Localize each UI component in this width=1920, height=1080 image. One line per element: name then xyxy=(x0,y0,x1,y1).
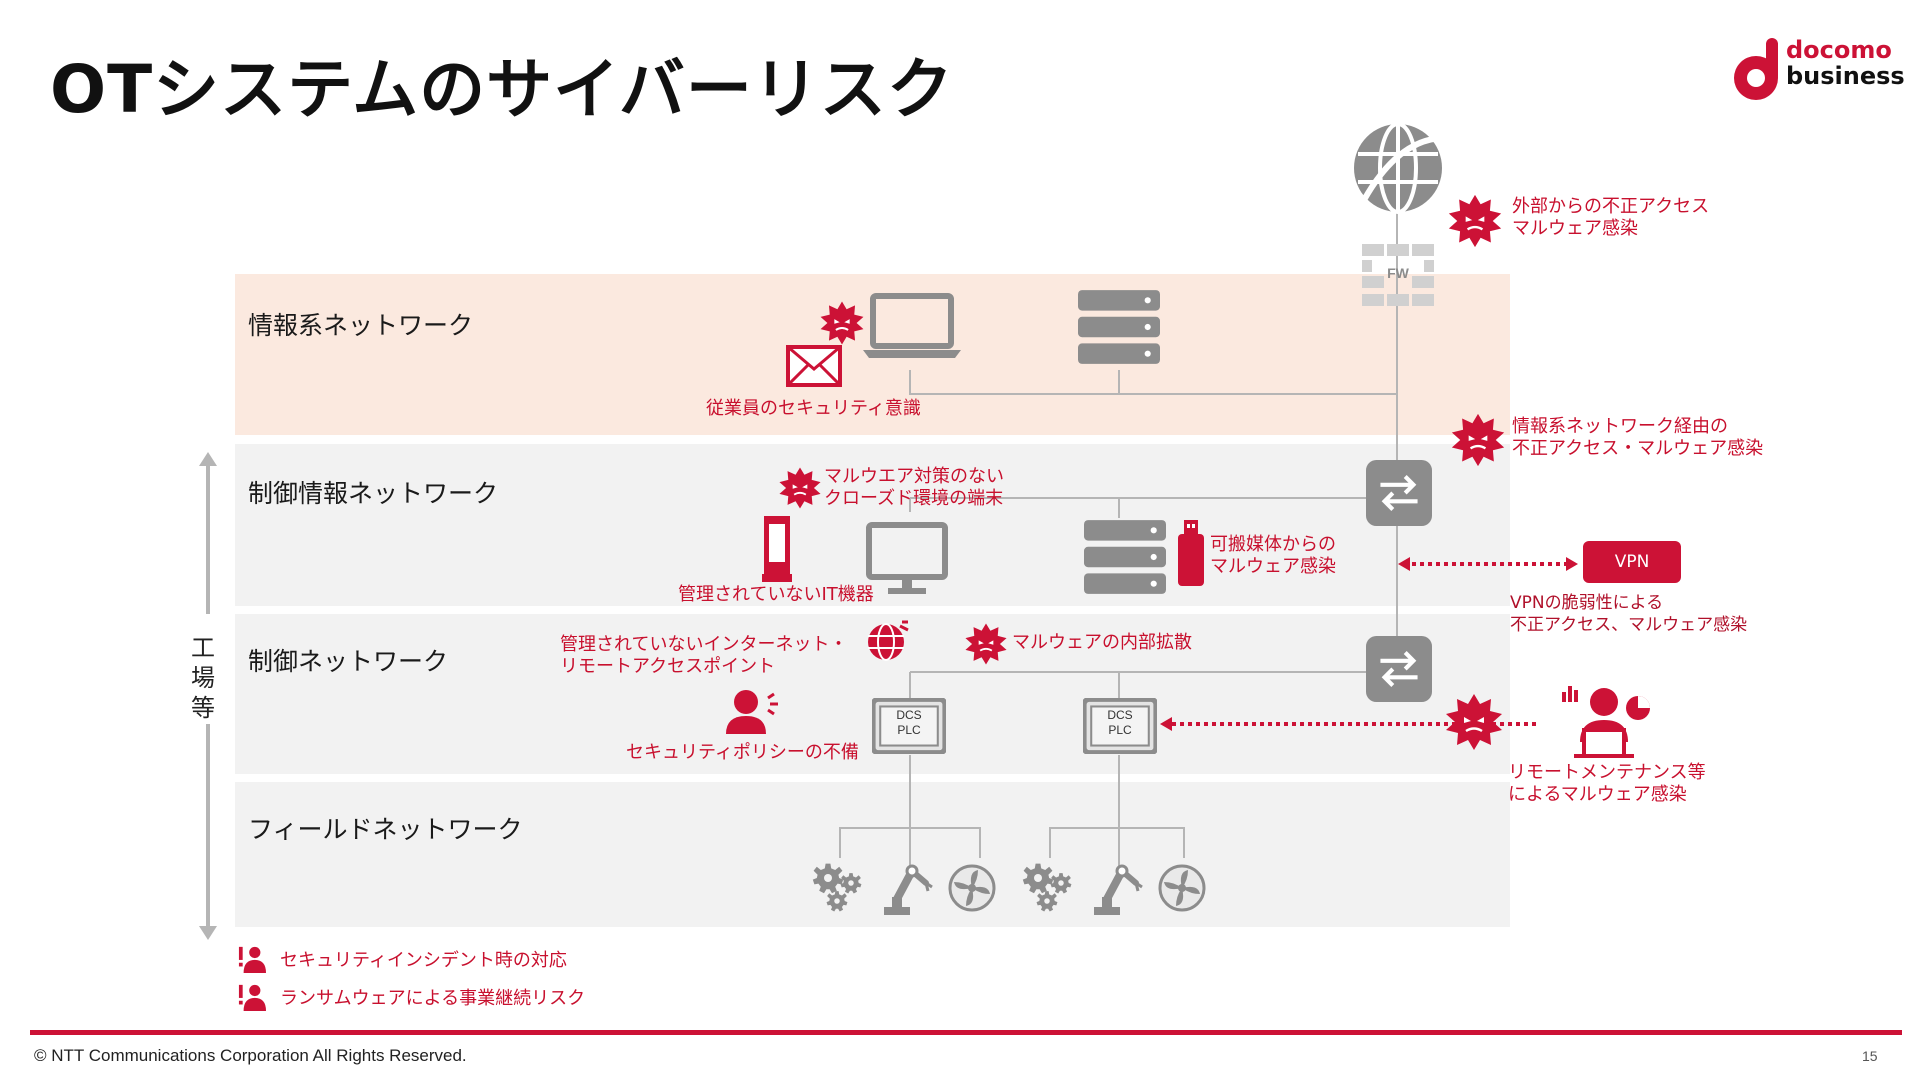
plc-icon: DCS PLC xyxy=(872,698,946,758)
risk-closed-line1: マルウエア対策のない xyxy=(824,466,1004,487)
field-network-label: フィールドネットワーク xyxy=(248,815,523,844)
factory-label-char-3: 等 xyxy=(191,694,215,722)
gear-icon xyxy=(1022,862,1084,914)
legend-ransomware-risk: ランサムウェアによる事業継続リスク xyxy=(238,982,585,1012)
risk-unmanaged-internet: 管理されていないインターネット・ リモートアクセスポイント xyxy=(560,634,847,678)
risk-vpn-vulnerability: VPNの脆弱性による 不正アクセス、マルウェア感染 xyxy=(1510,592,1747,636)
tower-device-icon xyxy=(762,516,792,586)
malware-icon xyxy=(1450,412,1506,472)
gear-icon xyxy=(812,862,874,914)
internet-warning-icon xyxy=(866,620,910,666)
plc-label-dcs: DCS xyxy=(896,708,922,722)
switch-icon xyxy=(1366,636,1432,706)
malware-icon xyxy=(819,300,865,350)
logo-text-docomo: docomo xyxy=(1786,36,1892,64)
switch-icon xyxy=(1366,460,1432,530)
risk-via-info-network: 情報系ネットワーク経由の 不正アクセス・マルウェア感染 xyxy=(1512,416,1763,460)
plc-label-plc: PLC xyxy=(1108,723,1132,737)
risk-remote-line2: によるマルウェア感染 xyxy=(1508,784,1687,805)
factory-label-char-2: 場 xyxy=(191,664,215,692)
risk-closed-line2: クローズド環境の端末 xyxy=(824,488,1004,509)
legend-ransomware-label: ランサムウェアによる事業継続リスク xyxy=(280,988,586,1009)
globe-icon xyxy=(1350,120,1446,220)
risk-external-access-line1: 外部からの不正アクセス xyxy=(1512,196,1710,217)
risk-unmanaged-net-line2: リモートアクセスポイント xyxy=(560,656,776,677)
usb-icon xyxy=(1178,520,1204,590)
risk-removable-line1: 可搬媒体からの xyxy=(1210,534,1336,555)
factory-label-char-1: 工 xyxy=(191,634,215,662)
control-network-label: 制御ネットワーク xyxy=(248,647,449,676)
risk-internal-spread: マルウェアの内部拡散 xyxy=(1012,632,1192,653)
page-title: OTシステムのサイバーリスク xyxy=(50,51,954,128)
risk-unmanaged-it: 管理されていないIT機器 xyxy=(678,584,874,605)
field-network-band xyxy=(235,782,1510,927)
risk-via-info-line1: 情報系ネットワーク経由の xyxy=(1512,416,1728,437)
risk-unmanaged-net-line1: 管理されていないインターネット・ xyxy=(560,634,848,655)
fan-icon xyxy=(1158,864,1206,916)
malware-icon xyxy=(778,466,822,514)
risk-vpn-line2: 不正アクセス、マルウェア感染 xyxy=(1510,615,1748,635)
server-icon xyxy=(1084,520,1166,598)
laptop-icon xyxy=(863,293,961,362)
control-info-network-label: 制御情報ネットワーク xyxy=(248,479,499,508)
plc-label-dcs: DCS xyxy=(1107,708,1133,722)
risk-closed-terminal: マルウエア対策のない クローズド環境の端末 xyxy=(824,466,1004,510)
risk-vpn-line1: VPNの脆弱性による xyxy=(1510,593,1664,613)
copyright: © NTT Communications Corporation All Rig… xyxy=(34,1046,467,1065)
robot-arm-icon xyxy=(880,858,940,920)
firewall-label: FW xyxy=(1387,265,1410,281)
malware-icon xyxy=(1447,193,1503,253)
risk-remote-line1: リモートメンテナンス等 xyxy=(1508,762,1706,783)
risk-security-policy: セキュリティポリシーの不備 xyxy=(626,742,859,763)
docomo-business-logo: docomo business xyxy=(1730,34,1905,106)
logo-text-business: business xyxy=(1786,62,1905,90)
user-alert-icon xyxy=(238,984,266,1011)
factory-label: 工 場 等 xyxy=(189,633,217,723)
mail-icon xyxy=(786,345,842,391)
firewall-icon: FW xyxy=(1362,244,1434,314)
fan-icon xyxy=(948,864,996,916)
info-network-label: 情報系ネットワーク xyxy=(248,311,474,340)
risk-external-access: 外部からの不正アクセス マルウェア感染 xyxy=(1512,196,1709,240)
user-alert-icon xyxy=(724,688,780,738)
risk-removable-line2: マルウェア感染 xyxy=(1210,556,1336,577)
risk-external-access-line2: マルウェア感染 xyxy=(1512,218,1638,239)
plc-icon: DCS PLC xyxy=(1083,698,1157,758)
page-number: 15 xyxy=(1862,1048,1878,1064)
plc-label-plc: PLC xyxy=(897,723,921,737)
legend-incident-response-label: セキュリティインシデント時の対応 xyxy=(280,950,567,971)
server-icon xyxy=(1078,290,1160,368)
vpn-box: VPN xyxy=(1583,541,1681,583)
risk-remote-maintenance: リモートメンテナンス等 によるマルウェア感染 xyxy=(1508,762,1706,806)
robot-arm-icon xyxy=(1090,858,1150,920)
remote-maintenance-icon xyxy=(1560,682,1652,762)
malware-icon xyxy=(1444,692,1504,756)
monitor-icon xyxy=(866,522,948,600)
risk-removable-media: 可搬媒体からの マルウェア感染 xyxy=(1210,534,1336,578)
malware-icon xyxy=(964,622,1008,670)
footer-divider xyxy=(30,1030,1902,1035)
risk-via-info-line2: 不正アクセス・マルウェア感染 xyxy=(1512,438,1764,459)
user-alert-icon xyxy=(238,946,266,973)
risk-employee-awareness: 従業員のセキュリティ意識 xyxy=(706,398,921,419)
legend-incident-response: セキュリティインシデント時の対応 xyxy=(238,944,567,974)
